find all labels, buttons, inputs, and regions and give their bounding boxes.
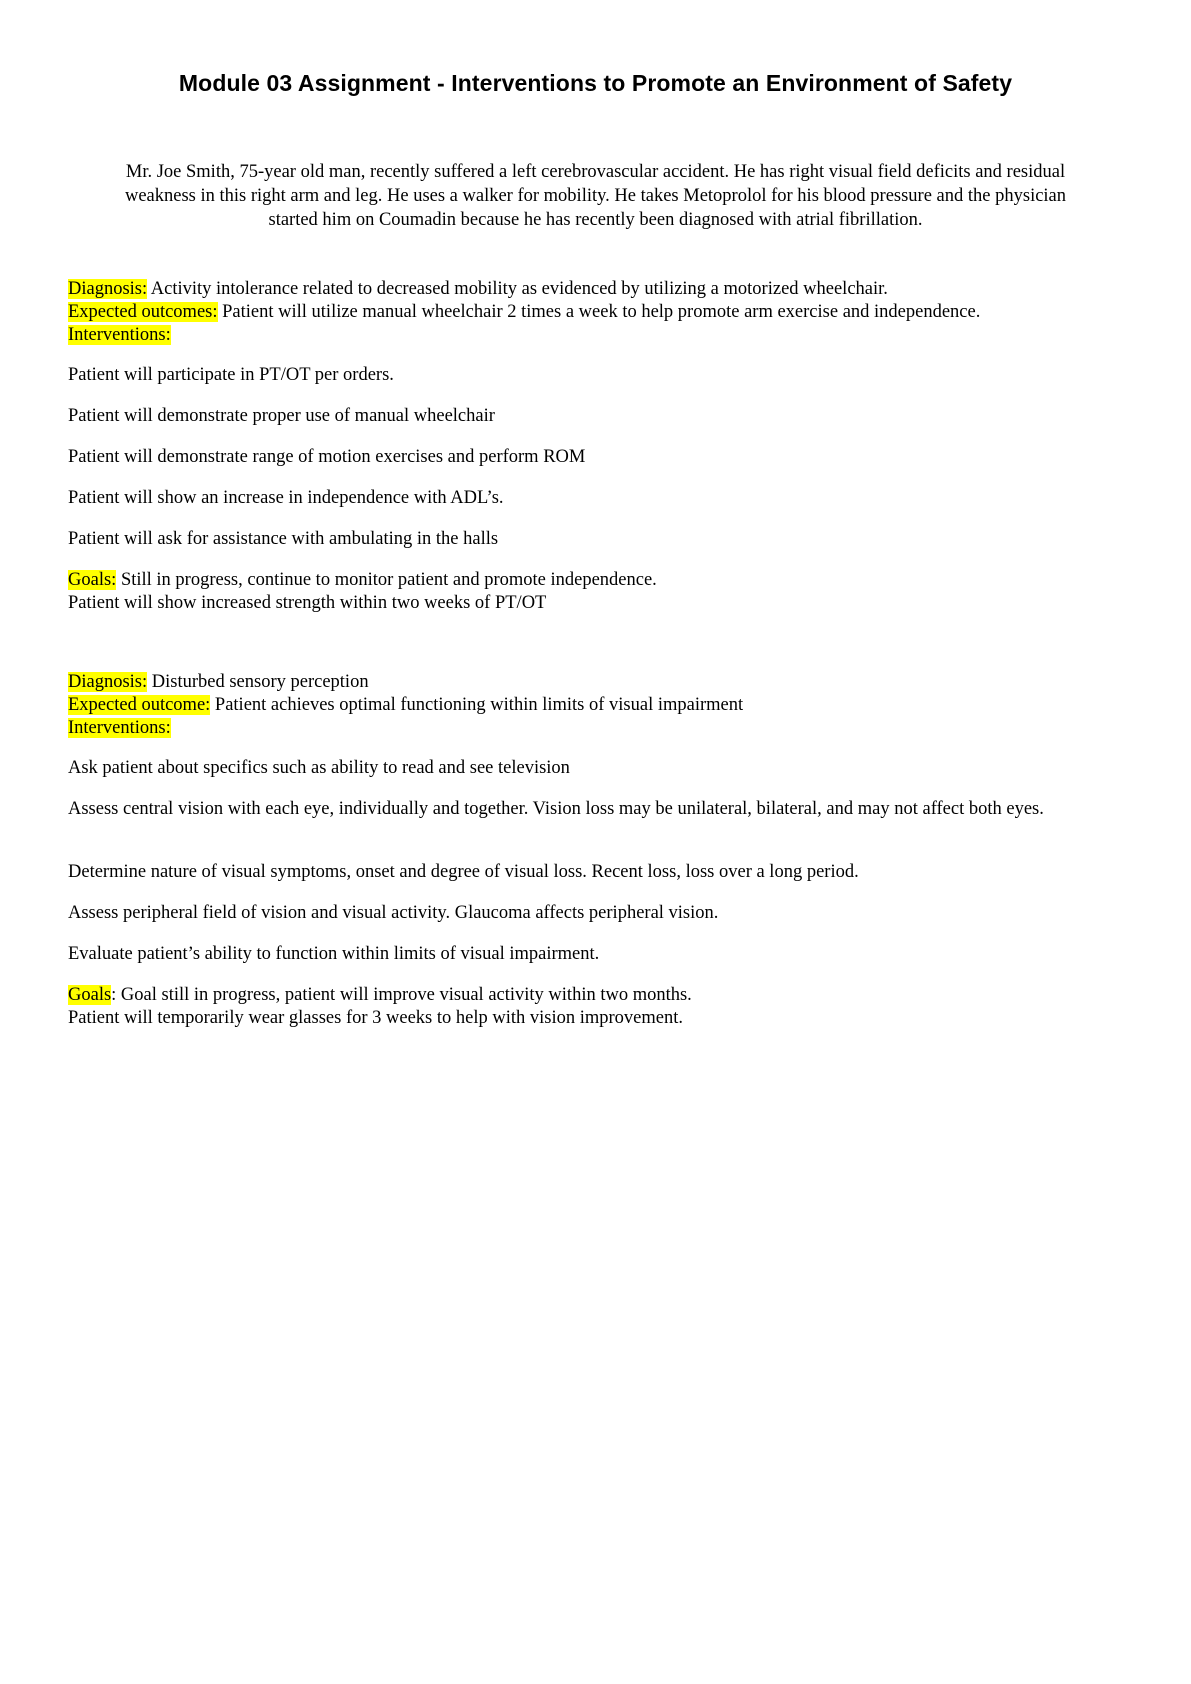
expected-outcome-text: Patient achieves optimal functioning wit…	[210, 695, 744, 715]
intervention-item: Evaluate patient’s ability to function w…	[68, 944, 600, 964]
intervention-item: Determine nature of visual symptoms, ons…	[68, 862, 859, 882]
diagnosis-text: Disturbed sensory perception	[147, 672, 369, 692]
expected-outcome-line: Expected outcome: Patient achieves optim…	[68, 694, 1128, 717]
interventions-label: Interventions:	[68, 718, 171, 738]
care-plan-2-header: Diagnosis: Disturbed sensory perception …	[68, 671, 1128, 740]
goals-line: Goals: Goal still in progress, patient w…	[68, 984, 1128, 1007]
intervention-item: Patient will participate in PT/OT per or…	[68, 365, 394, 385]
goals-line-2: Patient will temporarily wear glasses fo…	[68, 1008, 683, 1028]
intro-line: Mr. Joe Smith, 75-year old man, recently…	[125, 162, 1066, 182]
goals-text: : Goal still in progress, patient will i…	[111, 985, 692, 1005]
intervention-item: Patient will ask for assistance with amb…	[68, 529, 499, 549]
intervention-item: Patient will demonstrate range of motion…	[68, 447, 586, 467]
diagnosis-line: Diagnosis: Activity intolerance related …	[68, 278, 1128, 301]
diagnosis-line: Diagnosis: Disturbed sensory perception	[68, 671, 1128, 694]
intervention-item: Patient will demonstrate proper use of m…	[68, 406, 495, 426]
expected-outcome-text: Patient will utilize manual wheelchair 2…	[217, 302, 981, 322]
goals-text: Still in progress, continue to monitor p…	[116, 570, 657, 590]
expected-outcome-label: Expected outcome:	[68, 695, 211, 715]
expected-outcome-label: Expected outcomes:	[68, 302, 218, 322]
diagnosis-text: Activity intolerance related to decrease…	[147, 279, 888, 299]
intervention-item: Assess central vision with each eye, ind…	[68, 799, 1044, 819]
diagnosis-label: Diagnosis:	[68, 279, 148, 299]
goals-label: Goals:	[68, 570, 117, 590]
intervention-item: Patient will show an increase in indepen…	[68, 488, 504, 508]
interventions-line: Interventions:	[68, 717, 1128, 740]
goals-line: Goals: Still in progress, continue to mo…	[68, 569, 1128, 592]
goals-label: Goals	[68, 985, 112, 1005]
diagnosis-label: Diagnosis:	[68, 672, 148, 692]
care-plan-1-header: Diagnosis: Activity intolerance related …	[68, 278, 1128, 347]
expected-outcome-line: Expected outcomes: Patient will utilize …	[68, 301, 1128, 324]
intervention-item: Assess peripheral field of vision and vi…	[68, 903, 719, 923]
document-title: Module 03 Assignment - Interventions to …	[178, 70, 1013, 96]
care-plan-1-goals: Goals: Still in progress, continue to mo…	[68, 569, 1128, 615]
case-intro: Mr. Joe Smith, 75-year old man, recently…	[70, 160, 1121, 232]
intro-line: weakness in this right arm and leg. He u…	[124, 186, 1067, 206]
interventions-label: Interventions:	[68, 325, 171, 345]
intro-line: started him on Coumadin because he has r…	[268, 210, 923, 230]
care-plan-2-goals: Goals: Goal still in progress, patient w…	[68, 984, 1128, 1030]
goals-line-2: Patient will show increased strength wit…	[68, 593, 547, 613]
intervention-item: Ask patient about specifics such as abil…	[68, 758, 570, 778]
interventions-line: Interventions:	[68, 324, 1128, 347]
